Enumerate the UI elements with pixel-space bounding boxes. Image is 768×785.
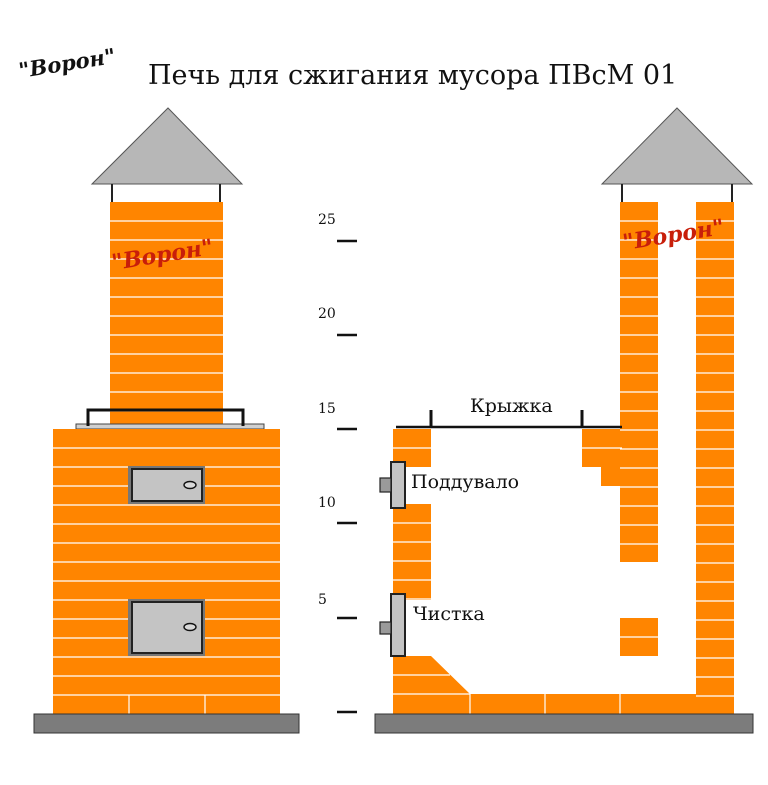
scale-label-15: 15 [318, 401, 336, 417]
side-ash-door [390, 461, 406, 509]
side-chimney-outer-wall [696, 202, 734, 714]
side-chimney-inner-wall [620, 202, 658, 562]
side-label-ash-door: Поддувало [411, 471, 519, 493]
front-chimney-roof [90, 107, 244, 185]
brand-logo-header: "Ворон" [17, 43, 117, 83]
front-top-rail [86, 408, 245, 426]
side-brickwork [393, 202, 734, 714]
side-foundation [374, 713, 754, 734]
page-title: Печь для сжигания мусора ПВсМ 01 [148, 60, 677, 91]
side-label-cleanout: Чистка [413, 603, 485, 625]
front-view: "Ворон" [33, 107, 300, 734]
side-cleanout-door [390, 593, 406, 657]
front-foundation [33, 713, 300, 734]
scale-label-25: 25 [318, 212, 336, 228]
scale-label-10: 10 [318, 495, 336, 511]
side-mortar [393, 220, 734, 714]
side-cleanout-door-knob [379, 621, 392, 635]
side-chimney-roof [600, 107, 754, 185]
height-scale: 25 20 15 10 5 [318, 212, 357, 714]
side-label-lid: Крыжка [470, 395, 553, 417]
front-chimney-mortar [110, 220, 223, 412]
scale-label-5: 5 [318, 592, 327, 608]
scale-label-20: 20 [318, 306, 336, 322]
side-view: Крыжка Поддувало Чистка "Ворон" [374, 107, 754, 734]
side-front-wall-middle [393, 504, 431, 600]
front-ash-door-handle [183, 480, 197, 490]
side-corbel-2 [601, 467, 622, 486]
front-cleanout-door-handle [183, 622, 197, 632]
side-ash-door-knob [379, 477, 392, 493]
front-chimney [110, 202, 223, 424]
front-top-plate [75, 423, 265, 430]
